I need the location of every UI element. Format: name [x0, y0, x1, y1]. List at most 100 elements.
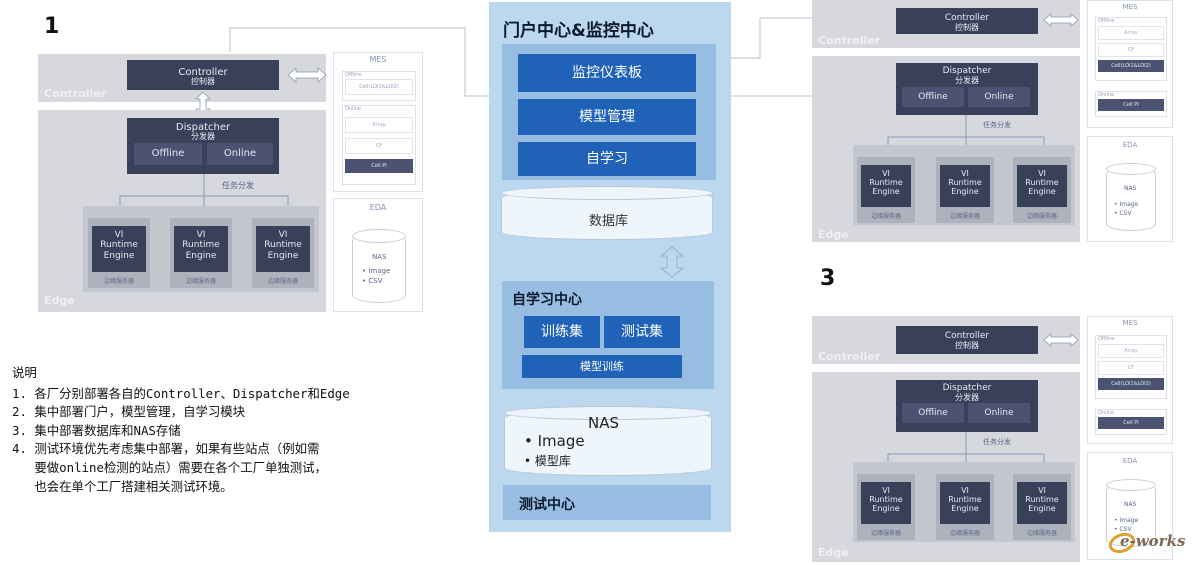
controller-box-right-bottom: Controller 控制器	[896, 326, 1038, 354]
engine-line: Runtime	[869, 178, 903, 188]
mes-offline-cell: Cell(LOI1&LOI2)	[1098, 60, 1164, 72]
engine-inner: VI Runtime Engine	[861, 482, 911, 524]
engine-line: Runtime	[1025, 495, 1059, 505]
eda-nas-label: NAS	[372, 253, 387, 261]
eda-title: EDA	[1122, 457, 1138, 465]
edge-server-label: 边缘服务器	[949, 213, 980, 220]
test-center-title: 测试中心	[519, 497, 575, 513]
mes-cf-cell: CF	[1098, 43, 1164, 57]
task-dispatch-label-left: 任务分发	[222, 181, 254, 190]
eda-panel-left: EDA NAS • Image • CSV	[333, 198, 423, 312]
watermark-text: e-works	[1120, 532, 1186, 550]
dispatcher-cn: 分发器	[191, 132, 215, 141]
online-button-right-bottom[interactable]: Online	[968, 403, 1030, 423]
engine-inner: VI Runtime Engine	[940, 165, 990, 207]
dispatcher-en: Dispatcher	[175, 122, 231, 133]
edge-band-label: Edge	[44, 294, 75, 307]
engine-inner: VI Runtime Engine	[861, 165, 911, 207]
mes-offline-group: Offline Array CF Cell(LOI1&LOI2)	[1095, 17, 1167, 81]
site-number-3: 3	[820, 266, 836, 291]
mes-offline-group: Offline Array CF Cell(LOI1&LOI2)	[1095, 335, 1167, 399]
engine-box: VI Runtime Engine 边缘服务器	[170, 218, 232, 288]
eda-item: • CSV	[1114, 526, 1132, 533]
eda-title: EDA	[369, 203, 387, 212]
test-center-panel	[503, 485, 711, 520]
task-dispatch-label: 任务分发	[983, 438, 1011, 446]
mes-cell-pi: Cell PI	[1098, 99, 1164, 111]
engine-line: Engine	[951, 187, 979, 197]
engine-box: VI Runtime Engine 边缘服务器	[1013, 474, 1071, 540]
mes-cf-cell: CF	[345, 138, 413, 154]
train-set-button[interactable]: 训练集	[524, 316, 600, 348]
engine-line: VI	[114, 230, 124, 240]
mes-offline-cell: Cell(LOI1&LOI2)	[345, 79, 413, 95]
portal-title: 门户中心&监控中心	[503, 21, 654, 41]
controller-box-left: Controller 控制器	[127, 60, 279, 90]
edge-server-label: 边缘服务器	[1026, 213, 1057, 220]
test-set-button[interactable]: 测试集	[604, 316, 680, 348]
mes-array-cell: Array	[1098, 26, 1164, 40]
mes-offline-header: Offline	[1098, 336, 1115, 342]
controller-band-label: Controller	[818, 34, 881, 47]
dashboard-button[interactable]: 监控仪表板	[518, 54, 696, 92]
notes-block: 说明 1. 各厂分别部署各自的Controller、Dispatcher和Edg…	[12, 364, 482, 496]
mes-title: MES	[369, 55, 387, 64]
model-train-button[interactable]: 模型训练	[522, 355, 682, 378]
controller-cn: 控制器	[955, 340, 979, 350]
engine-line: Engine	[872, 504, 900, 514]
edge-server-label: 边缘服务器	[870, 530, 901, 537]
engine-line: Engine	[267, 250, 299, 261]
engine-line: VI	[961, 486, 969, 495]
engine-line: VI	[278, 230, 288, 240]
eda-item: • Image	[362, 267, 391, 275]
engine-box: VI Runtime Engine 边缘服务器	[88, 218, 150, 288]
engine-box: VI Runtime Engine 边缘服务器	[936, 157, 994, 223]
mes-panel-right-bottom: MES Offline Array CF Cell(LOI1&LOI2) Onl…	[1087, 316, 1173, 444]
controller-band-label: Controller	[44, 87, 107, 100]
engine-box: VI Runtime Engine 边缘服务器	[857, 157, 915, 223]
mes-offline-cell: Cell(LOI1&LOI2)	[1098, 378, 1164, 390]
dispatcher-cn: 分发器	[955, 392, 979, 402]
edge-server-label: 边缘服务器	[1026, 530, 1057, 537]
engine-box: VI Runtime Engine 边缘服务器	[252, 218, 314, 288]
controller-en: Controller	[944, 331, 990, 341]
notes-item: 3. 集中部署数据库和NAS存储	[12, 422, 181, 438]
engine-line: VI	[196, 230, 206, 240]
eda-item: • CSV	[362, 277, 383, 285]
engine-line: Runtime	[182, 240, 220, 251]
edge-band-label: Edge	[818, 546, 849, 559]
engine-line: Engine	[103, 250, 135, 261]
mes-online-group: Online Array CF Cell PI	[342, 105, 416, 185]
mes-online-header: Online	[345, 106, 362, 112]
eda-cylinder-top	[1106, 479, 1156, 491]
engine-line: Engine	[872, 187, 900, 197]
eda-cylinder	[352, 233, 406, 303]
offline-button-left[interactable]: Offline	[134, 143, 202, 165]
online-button-right-top[interactable]: Online	[968, 87, 1030, 107]
controller-band-label: Controller	[818, 350, 881, 363]
notes-item: 4. 测试环境优先考虑集中部署，如果有些站点（例如需	[12, 441, 320, 457]
engine-line: VI	[1038, 486, 1046, 495]
engine-line: Runtime	[264, 240, 302, 251]
offline-button-right-top[interactable]: Offline	[902, 87, 964, 107]
watermark-logo: e-works	[1108, 530, 1198, 556]
engine-inner: VI Runtime Engine	[1017, 165, 1067, 207]
mes-cell-pi: Cell PI	[1098, 417, 1164, 429]
engine-inner: VI Runtime Engine	[174, 226, 228, 272]
edge-server-label: 边缘服务器	[949, 530, 980, 537]
engine-line: Runtime	[100, 240, 138, 251]
notes-item: 要做online检测的站点）需要在各个工厂单独测试，	[12, 460, 327, 476]
offline-button-right-bottom[interactable]: Offline	[902, 403, 964, 423]
double-arrow-horizontal-icon	[287, 67, 327, 83]
engine-box: VI Runtime Engine 边缘服务器	[936, 474, 994, 540]
self-learn-button[interactable]: 自学习	[518, 142, 696, 176]
engine-line: Engine	[1028, 187, 1056, 197]
notes-title: 说明	[12, 365, 37, 380]
engine-line: Runtime	[1025, 178, 1059, 188]
model-mgmt-button[interactable]: 模型管理	[518, 99, 696, 135]
database-cylinder-top	[501, 186, 713, 200]
engine-inner: VI Runtime Engine	[1017, 482, 1067, 524]
online-button-left[interactable]: Online	[207, 143, 273, 165]
eda-nas-label: NAS	[1124, 185, 1137, 192]
mes-offline-group: Offline Cell(LOI1&LOI2)	[342, 71, 416, 101]
